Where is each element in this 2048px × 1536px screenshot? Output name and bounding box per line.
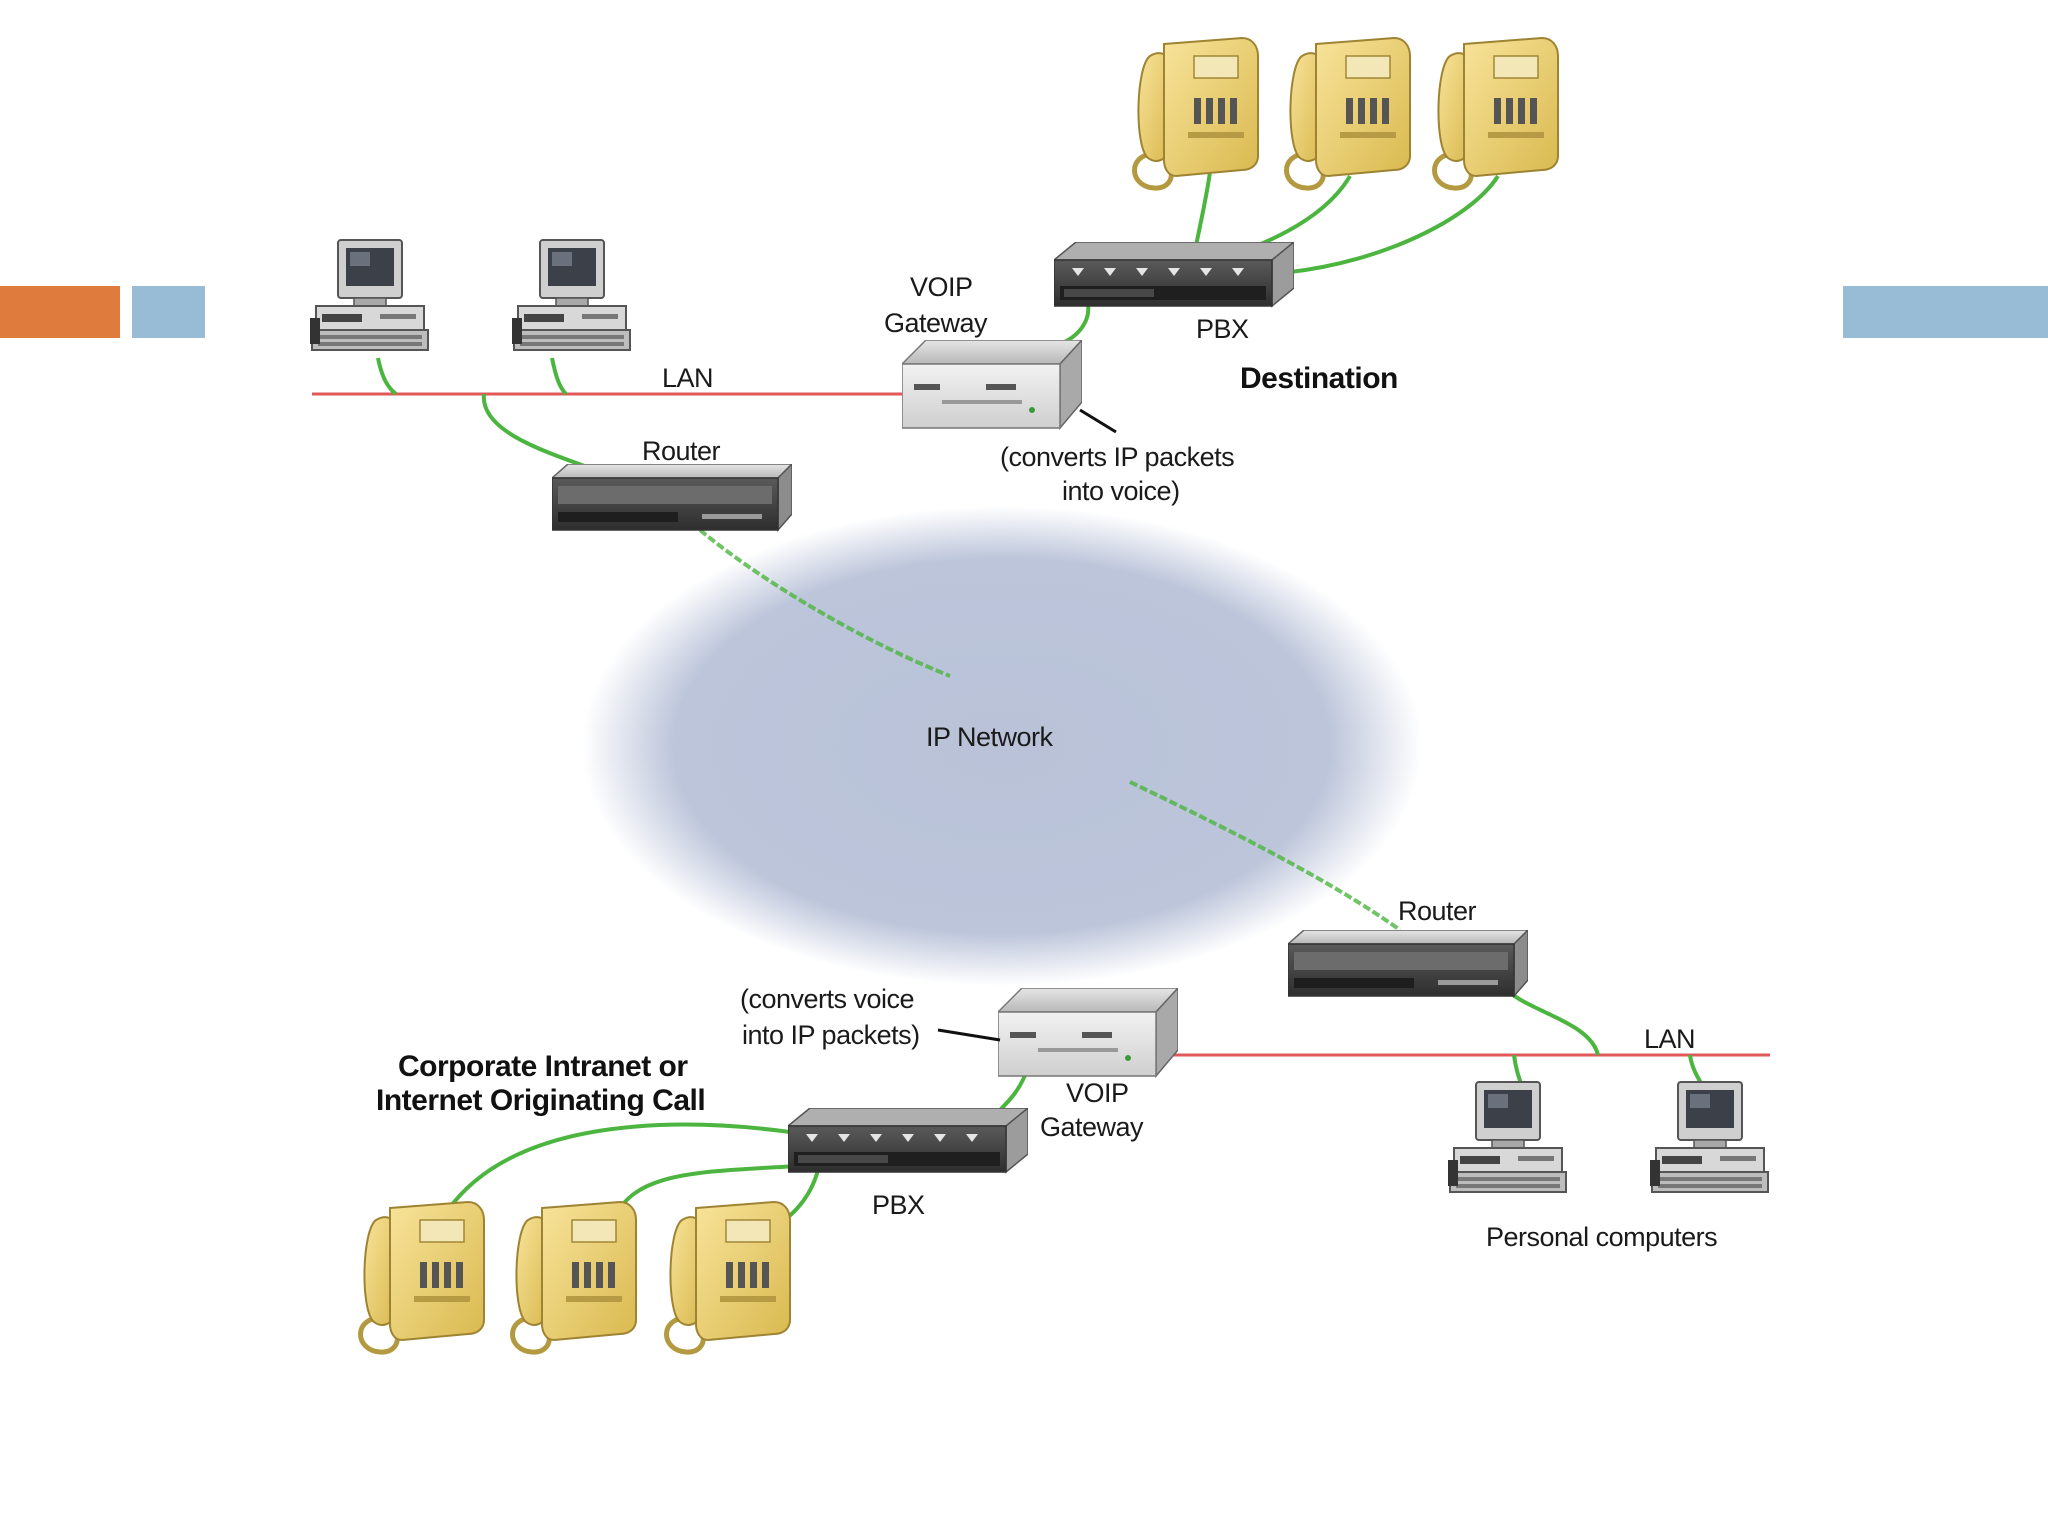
accent-bar-blue-right: [1843, 286, 2048, 338]
pbx-top-label: PBX: [1196, 314, 1249, 344]
telephone-icon: [1435, 38, 1559, 188]
lan-bottom-label: LAN: [1644, 1024, 1695, 1054]
voip-gateway-top-label-2: Gateway: [884, 308, 988, 338]
origin-label-1: Corporate Intranet or: [398, 1050, 688, 1083]
converts-ip-label-2: into voice): [1062, 476, 1180, 506]
router-icon: [1288, 930, 1528, 997]
desktop-computer-icon: [1650, 1081, 1769, 1193]
telephone-icon: [667, 1202, 791, 1352]
desktop-computer-icon: [1448, 1081, 1567, 1193]
ip-network-label: IP Network: [926, 722, 1054, 752]
voip-gateway-bottom-label-2: Gateway: [1040, 1112, 1144, 1142]
converts-voice-label-1: (converts voice: [740, 984, 914, 1014]
pbx-bottom-label: PBX: [872, 1190, 925, 1220]
converts-voice-label-2: into IP packets): [742, 1020, 920, 1050]
origin-label-2: Internet Originating Call: [376, 1084, 705, 1117]
pointer-line-bottom: [937, 1028, 1001, 1042]
telephone-icon: [1135, 38, 1259, 188]
voip-gateway-icon: [902, 340, 1082, 429]
pbx-icon: [1054, 242, 1294, 307]
router-icon: [552, 464, 792, 531]
voip-gateway-top-label-1: VOIP: [910, 272, 973, 302]
pbx-icon: [788, 1108, 1028, 1173]
router-top-label: Router: [642, 436, 721, 466]
accent-bar-orange: [0, 286, 120, 338]
converts-ip-label-1: (converts IP packets: [1000, 442, 1234, 472]
lan-top-label: LAN: [662, 363, 713, 393]
destination-label: Destination: [1240, 362, 1398, 395]
telephone-icon: [361, 1202, 485, 1352]
pointer-line-top: [1079, 408, 1117, 434]
ip-network-cloud: [582, 506, 1422, 986]
desktop-computer-icon: [310, 239, 429, 351]
accent-bar-blue-left: [132, 286, 205, 338]
desktop-computer-icon: [512, 239, 631, 351]
telephone-icon: [1287, 38, 1411, 188]
voip-gateway-bottom-label-1: VOIP: [1066, 1078, 1129, 1108]
telephone-icon: [513, 1202, 637, 1352]
voip-gateway-icon: [998, 988, 1178, 1077]
personal-computers-label: Personal computers: [1486, 1222, 1717, 1252]
cables: [376, 171, 1708, 1238]
router-bottom-label: Router: [1398, 896, 1477, 926]
